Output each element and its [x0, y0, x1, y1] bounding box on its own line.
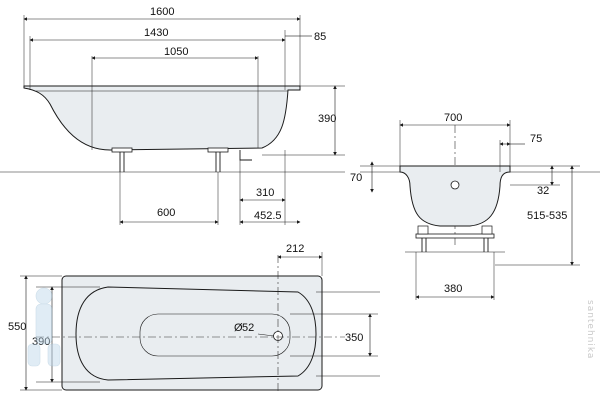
dim-inner-length: 1430 — [144, 27, 168, 39]
side-view: 1600 1430 85 1050 390 310 600 452.5 — [0, 6, 345, 225]
dim-bottom-length: 1050 — [164, 46, 188, 58]
plumber-mascot-icon — [27, 287, 61, 367]
end-overflow-hole — [450, 180, 460, 190]
top-view: 550 390 Ø 52 212 350 — [8, 243, 380, 392]
dim-width: 700 — [444, 112, 462, 124]
top-bottom-panel — [139, 313, 291, 357]
dim-overflow-height: 32 — [537, 185, 549, 197]
dim-rim-step: 75 — [530, 133, 542, 145]
dim-overall-width: 550 — [8, 321, 26, 333]
side-tub-body — [23, 85, 301, 151]
side-leg-left — [111, 147, 133, 172]
dim-drain-offset: 212 — [286, 243, 304, 255]
watermark-text: santehnika — [585, 300, 595, 359]
end-stand — [415, 225, 495, 252]
dim-leg-span: 380 — [444, 283, 462, 295]
dim-inner-width: 390 — [32, 336, 50, 348]
dim-height: 390 — [318, 113, 336, 125]
end-view: 700 75 70 32 515-535 380 — [350, 112, 600, 300]
side-drain-pipe — [239, 150, 252, 161]
dim-leg-spacing: 600 — [157, 207, 175, 219]
dim-rim-height: 70 — [350, 172, 362, 184]
dim-install-height: 515-535 — [527, 210, 567, 222]
dim-rim-offset: 85 — [314, 31, 326, 43]
top-inner-bowl — [75, 286, 317, 381]
dim-drain-diameter: 52 — [242, 322, 254, 334]
end-tub-body — [399, 165, 511, 227]
dim-drain-diameter-symbol: Ø — [234, 322, 243, 334]
side-leg-right — [207, 147, 229, 172]
dim-leg-to-end: 310 — [256, 187, 274, 199]
dim-total-length: 1600 — [150, 6, 174, 18]
dim-drain-zone: 350 — [345, 332, 363, 344]
dim-drain-position: 452.5 — [254, 210, 282, 222]
